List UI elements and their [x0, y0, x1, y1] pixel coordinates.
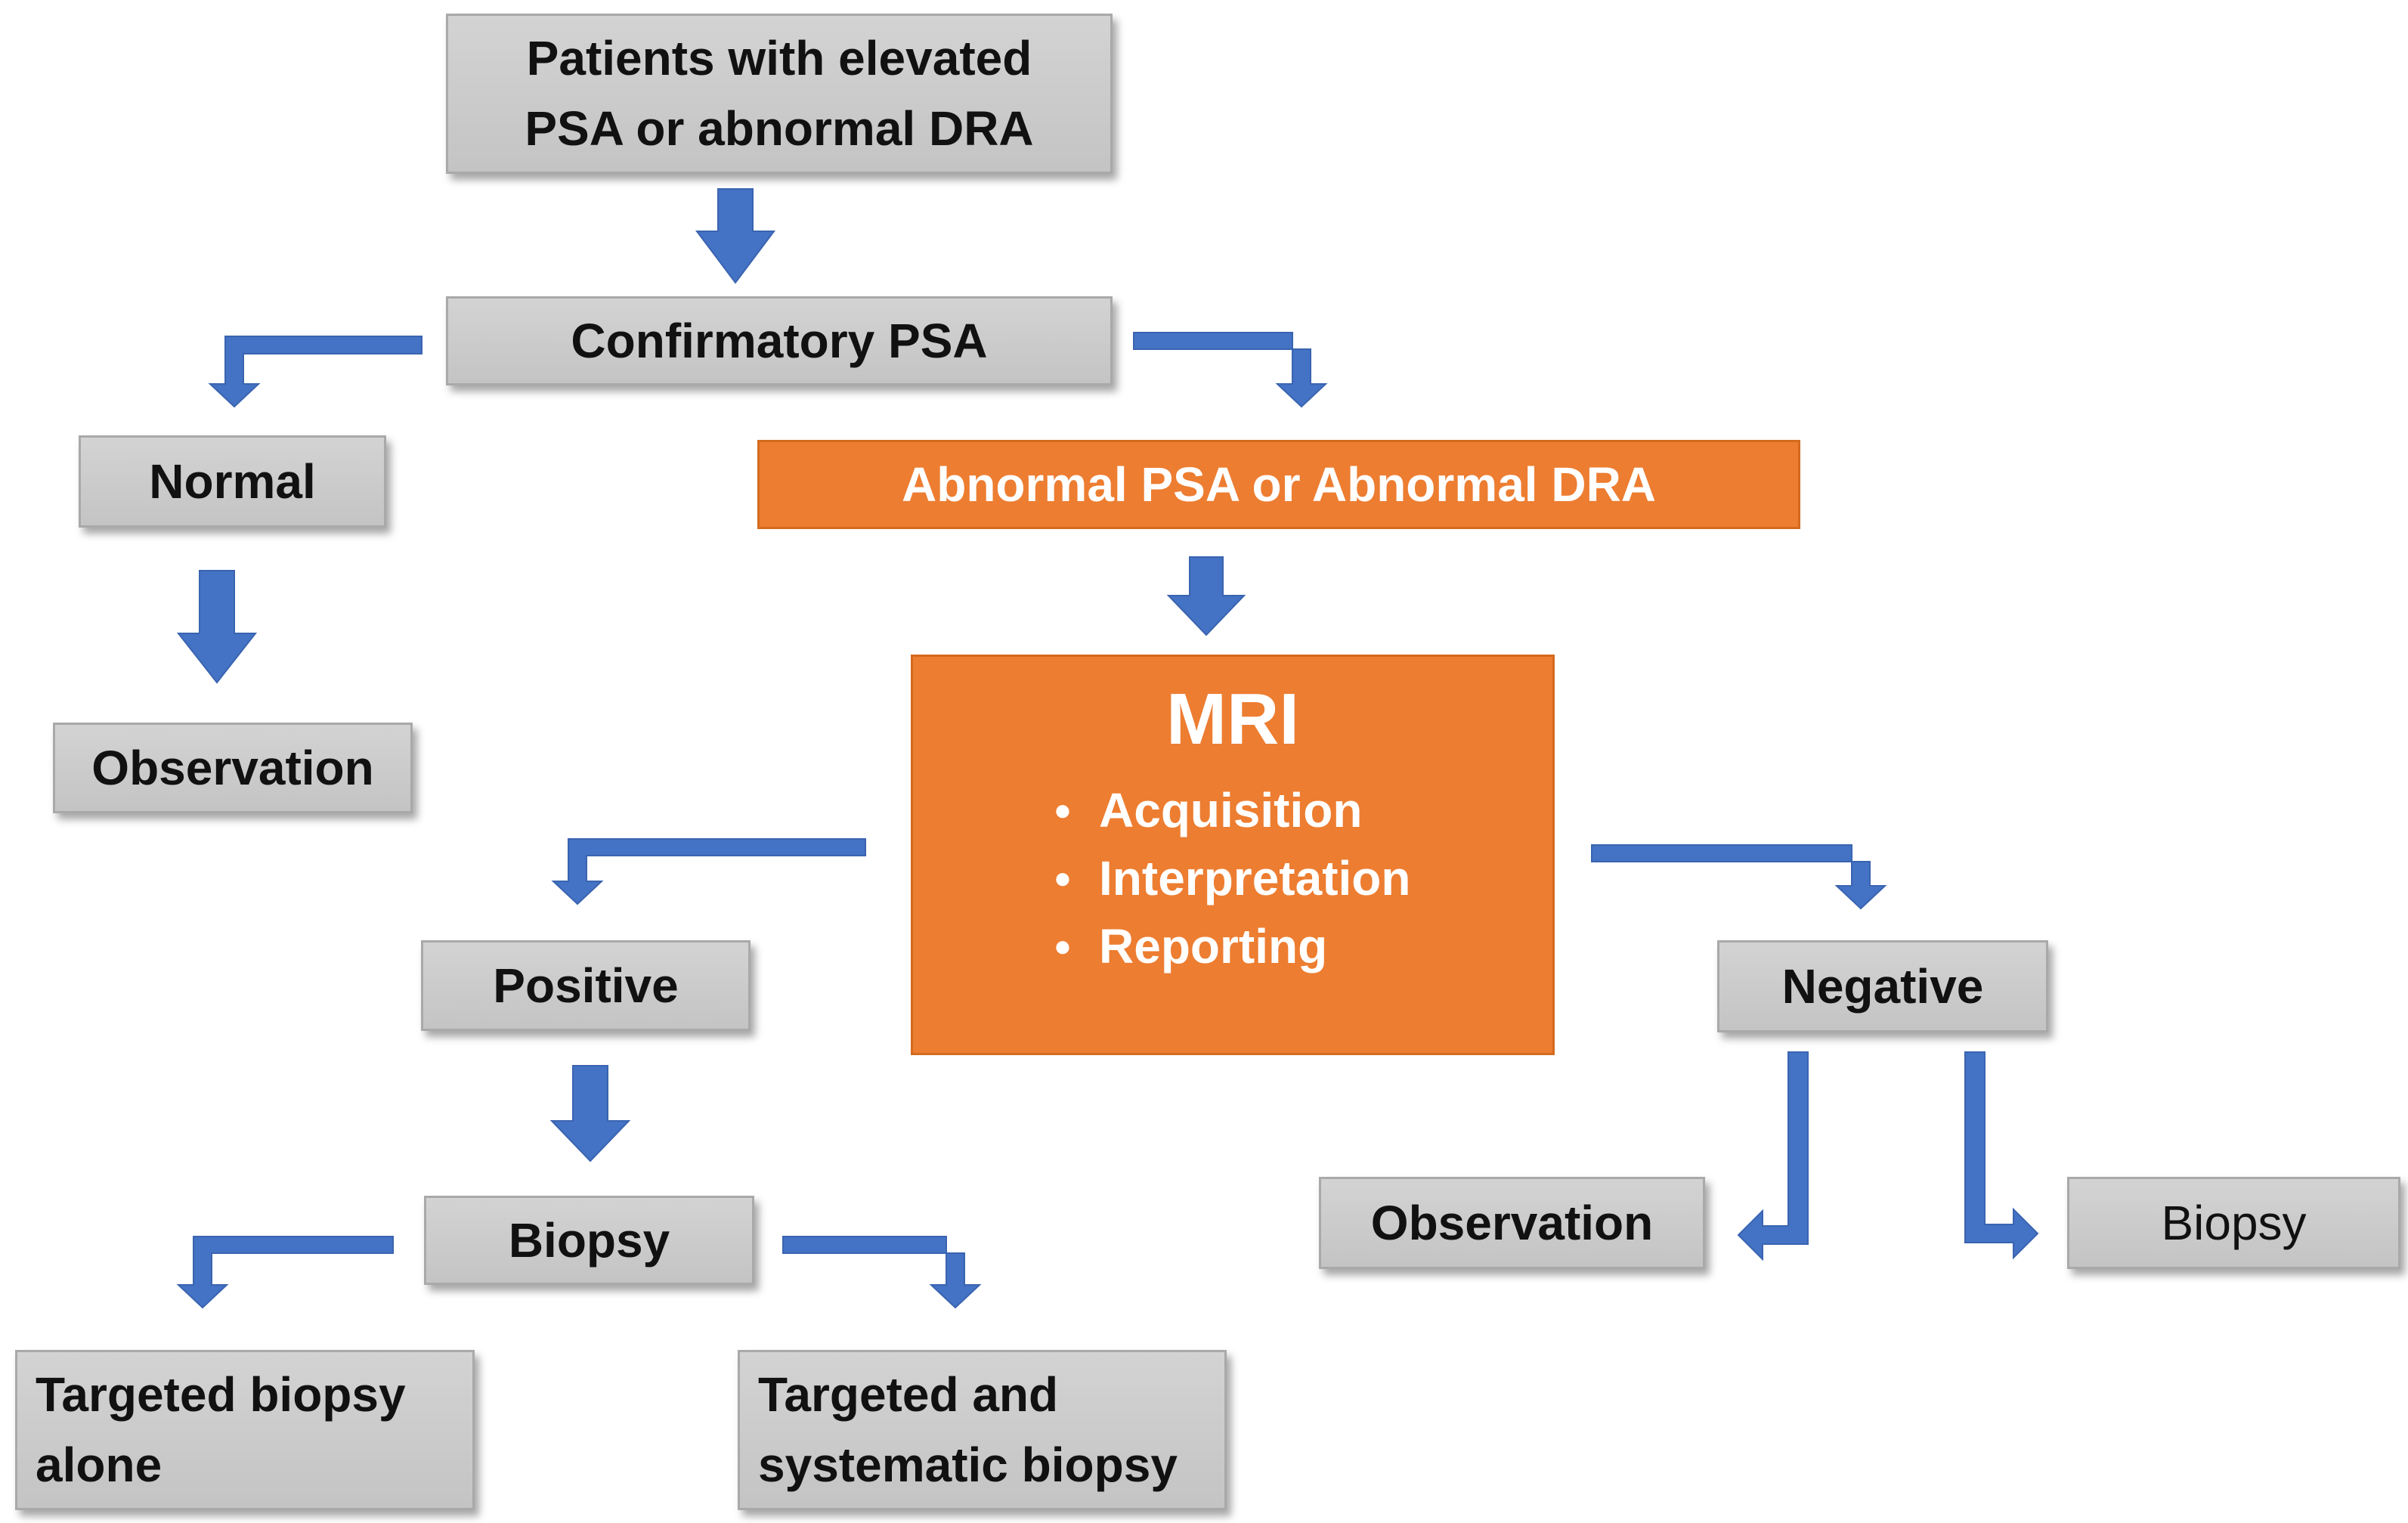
node-targeted-systematic-line-1: Targeted and — [758, 1367, 1059, 1422]
node-patients: Patients with elevated PSA or abnormal D… — [446, 14, 1113, 174]
node-biopsy-center-label: Biopsy — [508, 1212, 670, 1268]
node-targeted-alone-line-1: Targeted biopsy — [36, 1367, 406, 1422]
arrow-down-icon — [176, 570, 258, 684]
elbow-arrow-icon — [1133, 332, 1328, 408]
node-mri-item: ● Reporting — [1026, 912, 1410, 980]
node-normal: Normal — [79, 435, 386, 528]
node-patients-line-2: PSA or abnormal DRA — [525, 101, 1034, 156]
elbow-arrow-icon — [551, 838, 866, 905]
node-normal-label: Normal — [149, 453, 316, 509]
node-targeted-alone-line-2: alone — [36, 1438, 162, 1492]
node-mri-title: MRI — [1166, 679, 1299, 760]
node-observation-right-label: Observation — [1370, 1195, 1654, 1250]
node-confirmatory-psa-label: Confirmatory PSA — [571, 313, 988, 368]
node-negative: Negative — [1717, 940, 2048, 1032]
bullet-icon: ● — [1053, 793, 1072, 827]
elbow-arrow-icon — [208, 336, 422, 408]
node-mri-item: ● Interpretation — [1026, 844, 1411, 912]
node-mri-item-label: Acquisition — [1099, 782, 1363, 837]
node-abnormal-psa-dra: Abnormal PSA or Abnormal DRA — [757, 440, 1800, 529]
node-confirmatory-psa: Confirmatory PSA — [446, 296, 1113, 385]
elbow-arrow-icon — [176, 1236, 394, 1309]
node-negative-label: Negative — [1781, 958, 1984, 1014]
node-biopsy-right: Biopsy — [2067, 1177, 2400, 1269]
node-mri-list: ● Acquisition ● Interpretation ● Reporting — [1026, 776, 1411, 980]
node-targeted-systematic-line-2: systematic biopsy — [758, 1438, 1178, 1492]
arrow-down-icon — [1166, 556, 1246, 636]
node-observation-left: Observation — [53, 723, 413, 813]
node-targeted-alone: Targeted biopsy alone — [15, 1350, 475, 1510]
elbow-arrow-icon — [1591, 844, 1887, 910]
node-abnormal-psa-dra-label: Abnormal PSA or Abnormal DRA — [902, 457, 1656, 512]
node-observation-left-label: Observation — [91, 740, 374, 795]
node-mri-item-label: Reporting — [1099, 918, 1328, 974]
elbow-arrow-icon — [782, 1236, 982, 1309]
arrow-down-icon — [549, 1065, 631, 1162]
node-mri-item-label: Interpretation — [1099, 850, 1411, 905]
elbow-arrow-icon — [1737, 1051, 1809, 1261]
elbow-arrow-icon — [1964, 1051, 2039, 1260]
node-biopsy-right-label: Biopsy — [2161, 1195, 2307, 1250]
node-biopsy-center: Biopsy — [424, 1196, 754, 1285]
node-patients-line-1: Patients with elevated — [526, 31, 1032, 86]
bullet-icon: ● — [1053, 929, 1072, 963]
node-positive: Positive — [421, 940, 751, 1031]
arrow-down-icon — [695, 188, 775, 284]
node-positive-label: Positive — [493, 958, 679, 1013]
bullet-icon: ● — [1053, 861, 1072, 895]
node-mri-item: ● Acquisition — [1026, 776, 1410, 844]
node-targeted-systematic: Targeted and systematic biopsy — [738, 1350, 1227, 1510]
node-observation-right: Observation — [1319, 1177, 1705, 1269]
node-mri: MRI ● Acquisition ● Interpretation ● Report… — [911, 655, 1555, 1055]
